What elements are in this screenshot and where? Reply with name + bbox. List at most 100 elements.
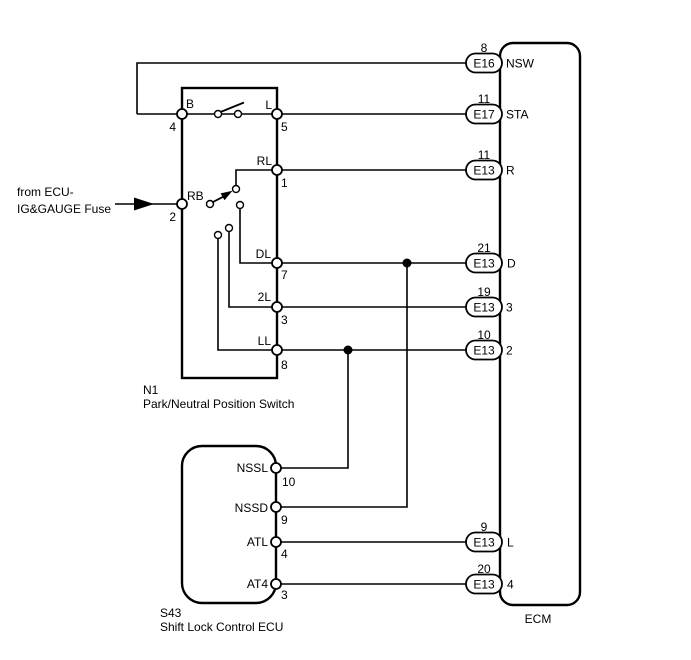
n1-box xyxy=(180,86,279,380)
connector-signal: STA xyxy=(506,108,528,122)
connector-code: E13 xyxy=(473,344,495,358)
source-note: from ECU- IG&GAUGE Fuse xyxy=(17,185,111,216)
wire-nssd xyxy=(276,263,408,508)
connector-signal: 2 xyxy=(506,344,513,358)
connector-pill-4 xyxy=(465,573,503,595)
n1-pin-rb: 2 xyxy=(169,210,176,224)
connector-pin: 11 xyxy=(478,148,491,162)
connector-signal: 4 xyxy=(507,578,514,592)
s43-terminal-labels: NSSL NSSD ATL AT4 10 9 4 3 xyxy=(235,461,296,602)
n1-pin-l: 5 xyxy=(281,120,288,134)
n1-label-rl: RL xyxy=(257,154,273,168)
s43-pin-atl: 4 xyxy=(281,547,288,561)
n1-id-label: N1 xyxy=(143,383,159,397)
s43-terminal-nssd xyxy=(270,501,282,513)
n1-pin-rl: 1 xyxy=(281,176,288,190)
connector-code: E16 xyxy=(473,57,495,71)
n1-terminal-ll xyxy=(271,344,283,356)
s43-box xyxy=(180,444,278,605)
s43-pin-nssl: 10 xyxy=(282,475,296,489)
switch-contact-b xyxy=(213,109,223,119)
n1-pin-b: 4 xyxy=(169,120,176,134)
switch-contact-ll xyxy=(213,230,223,240)
n1-label-dl: DL xyxy=(256,247,272,261)
connector-pill-d xyxy=(465,252,503,274)
s43-label-nssl: NSSL xyxy=(237,461,269,475)
n1-terminal-b xyxy=(176,108,188,120)
s43-name-label: Shift Lock Control ECU xyxy=(160,620,283,634)
n1-pin-numbers: 4 5 1 2 7 3 8 xyxy=(169,120,288,372)
connector-pin: 8 xyxy=(481,41,488,55)
n1-terminal-l xyxy=(271,108,283,120)
n1-name-label: Park/Neutral Position Switch xyxy=(143,397,294,411)
connector-pin: 11 xyxy=(478,92,491,106)
n1-terminal-rl xyxy=(271,164,283,176)
connector-code: E13 xyxy=(473,301,495,315)
n1-label-ll: LL xyxy=(258,334,272,348)
n1-terminal-dl xyxy=(271,257,283,269)
junction-dot-dl-nssd xyxy=(402,258,412,268)
n1-terminal-2l xyxy=(271,301,283,313)
s43-label-atl: ATL xyxy=(247,535,268,549)
connector-signal: D xyxy=(507,257,516,271)
connector-pin: 20 xyxy=(477,562,491,576)
connector-pin: 21 xyxy=(477,241,491,255)
connector-pill-l xyxy=(465,531,503,553)
switch-contact-2l xyxy=(224,223,234,233)
connector-code: E13 xyxy=(473,257,495,271)
connector-code: E13 xyxy=(473,578,495,592)
connector-signal: L xyxy=(507,536,514,550)
wire-nssl xyxy=(276,350,349,469)
ecm-connector-pills xyxy=(465,52,503,595)
n1-label-rb: RB xyxy=(187,189,204,203)
connector-pill-nsw xyxy=(465,52,503,74)
n1-pin-dl: 7 xyxy=(281,268,288,282)
switch-blade-bl xyxy=(220,101,245,113)
switch-blade-rb xyxy=(211,195,225,204)
n1-terminal-rb xyxy=(176,198,188,210)
switch-contact-l xyxy=(233,109,243,119)
connector-pill-sta xyxy=(465,103,503,125)
n1-label-2l: 2L xyxy=(258,290,272,304)
s43-label-at4: AT4 xyxy=(247,577,268,591)
switch-blade-arrow-icon xyxy=(220,190,233,201)
switch-contact-rb-pivot xyxy=(205,199,215,209)
component-names: N1 Park/Neutral Position Switch S43 Shif… xyxy=(143,383,551,634)
connector-pill-2 xyxy=(465,339,503,361)
wire-2l-3 xyxy=(228,228,466,308)
connector-pin: 10 xyxy=(477,328,491,342)
n1-pin-ll: 8 xyxy=(281,358,288,372)
switch-contact-dl xyxy=(235,200,245,210)
s43-label-nssd: NSSD xyxy=(235,501,269,515)
connector-code: E17 xyxy=(473,108,495,122)
n1-pin-2l: 3 xyxy=(281,313,288,327)
wires xyxy=(115,62,466,585)
ecm-name-label: ECM xyxy=(525,612,552,626)
connector-pin: 9 xyxy=(481,520,488,534)
source-note-line1: from ECU- xyxy=(17,185,74,199)
fuse-arrow-icon xyxy=(134,197,154,211)
junction-dot-ll-nssl xyxy=(343,345,353,355)
connector-pin: 19 xyxy=(477,285,491,299)
s43-pin-nssd: 9 xyxy=(281,513,288,527)
s43-pin-at4: 3 xyxy=(281,588,288,602)
s43-terminal-atl xyxy=(270,536,282,548)
switch-contact-rl xyxy=(231,184,241,194)
connector-pill-r xyxy=(465,159,503,181)
s43-id-label: S43 xyxy=(160,606,182,620)
connector-pill-3 xyxy=(465,296,503,318)
s43-terminal-at4 xyxy=(270,578,282,590)
connector-code: E13 xyxy=(473,164,495,178)
wire-nsw xyxy=(136,62,466,114)
connector-signal: NSW xyxy=(506,57,535,71)
connector-signal: R xyxy=(506,164,515,178)
connector-signal: 3 xyxy=(506,301,513,315)
ecm-box xyxy=(498,41,582,607)
n1-terminal-labels: B L RL RB DL 2L LL xyxy=(186,97,272,348)
connector-code: E13 xyxy=(473,536,495,550)
s43-terminal-nssl xyxy=(270,462,282,474)
n1-label-l: L xyxy=(265,98,272,112)
wire-rl-r xyxy=(235,169,466,189)
